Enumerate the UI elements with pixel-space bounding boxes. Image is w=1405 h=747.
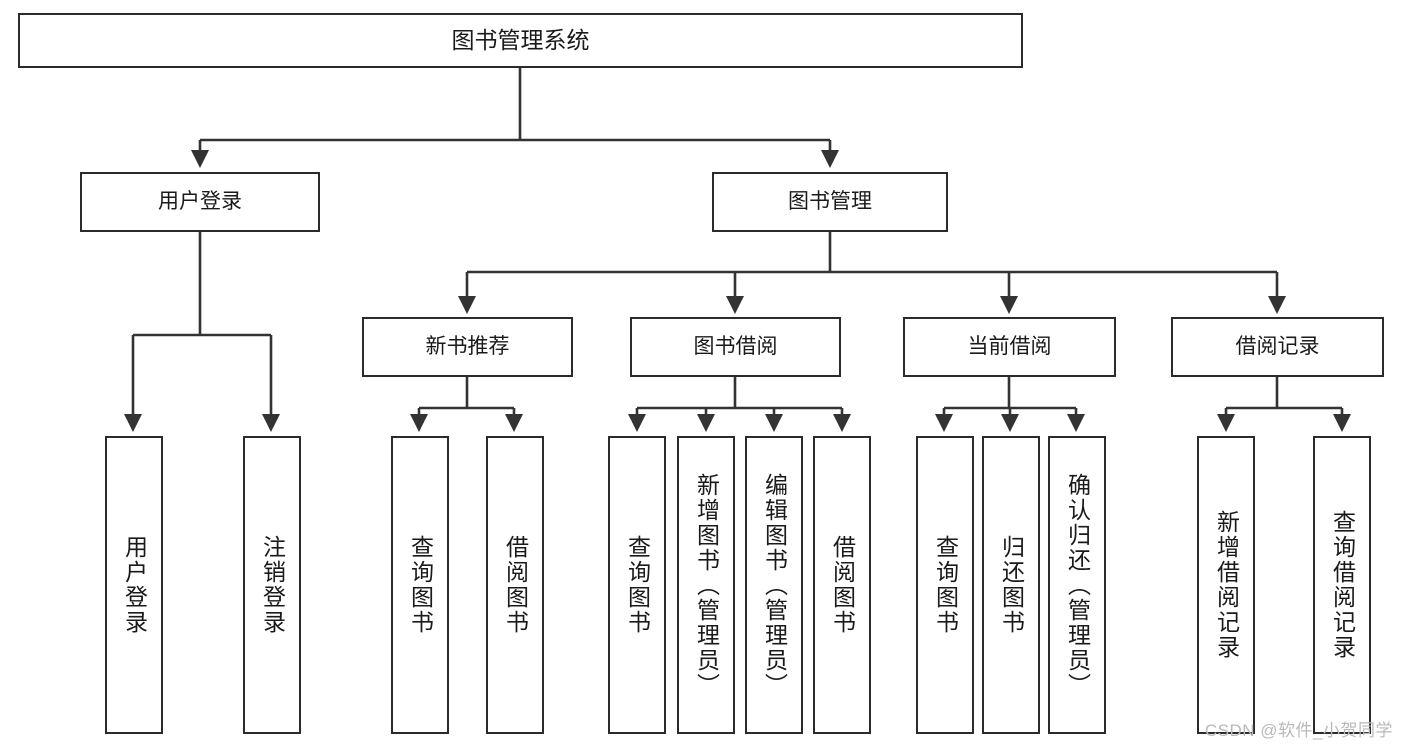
leaf-new-book-query[interactable]: 查询图书 [391,436,449,734]
leaf-borrow-record-add[interactable]: 新增借阅记录 [1197,436,1255,734]
node-new-book-recommend[interactable]: 新书推荐 [362,317,573,377]
node-current-borrow[interactable]: 当前借阅 [903,317,1116,377]
node-root[interactable]: 图书管理系统 [18,13,1023,68]
leaf-user-login-login-label: 用户登录 [121,535,148,635]
leaf-current-borrow-query-label: 查询图书 [932,535,959,635]
leaf-book-borrow-query[interactable]: 查询图书 [608,436,666,734]
leaf-current-borrow-query[interactable]: 查询图书 [916,436,974,734]
leaf-book-borrow-add[interactable]: 新增图书（管理员） [677,436,735,734]
leaf-book-borrow-add-label: 新增图书（管理员） [693,472,720,698]
leaf-book-borrow-borrow-label: 借阅图书 [829,535,856,635]
leaf-book-borrow-edit-label: 编辑图书（管理员） [761,472,788,698]
leaf-borrow-record-query[interactable]: 查询借阅记录 [1313,436,1371,734]
node-current-borrow-label: 当前借阅 [967,334,1052,358]
node-new-book-recommend-label: 新书推荐 [425,334,510,358]
leaf-book-borrow-edit[interactable]: 编辑图书（管理员） [745,436,803,734]
leaf-book-borrow-borrow[interactable]: 借阅图书 [813,436,871,734]
leaf-user-login-logout-label: 注销登录 [259,535,286,635]
leaf-current-borrow-return-label: 归还图书 [998,535,1025,635]
leaf-new-book-query-label: 查询图书 [407,535,434,635]
leaf-user-login-login[interactable]: 用户登录 [105,436,163,734]
node-user-login[interactable]: 用户登录 [80,172,320,232]
csdn-watermark: CSDN @软件_小贺同学 [1204,721,1393,740]
leaf-current-borrow-confirm-return[interactable]: 确认归还（管理员） [1048,436,1106,734]
node-book-borrow-label: 图书借阅 [693,334,778,358]
leaf-book-borrow-query-label: 查询图书 [624,535,651,635]
leaf-borrow-record-query-label: 查询借阅记录 [1329,510,1356,660]
node-borrow-record-label: 借阅记录 [1235,334,1320,358]
leaf-current-borrow-return[interactable]: 归还图书 [982,436,1040,734]
leaf-borrow-record-add-label: 新增借阅记录 [1213,510,1240,660]
leaf-user-login-logout[interactable]: 注销登录 [243,436,301,734]
leaf-new-book-borrow-label: 借阅图书 [502,535,529,635]
node-book-borrow[interactable]: 图书借阅 [630,317,841,377]
node-book-management[interactable]: 图书管理 [712,172,948,232]
leaf-new-book-borrow[interactable]: 借阅图书 [486,436,544,734]
node-borrow-record[interactable]: 借阅记录 [1171,317,1384,377]
node-root-label: 图书管理系统 [451,26,590,53]
node-user-login-label: 用户登录 [158,189,242,213]
node-book-management-label: 图书管理 [788,189,872,213]
leaf-current-borrow-confirm-return-label: 确认归还（管理员） [1064,472,1091,698]
